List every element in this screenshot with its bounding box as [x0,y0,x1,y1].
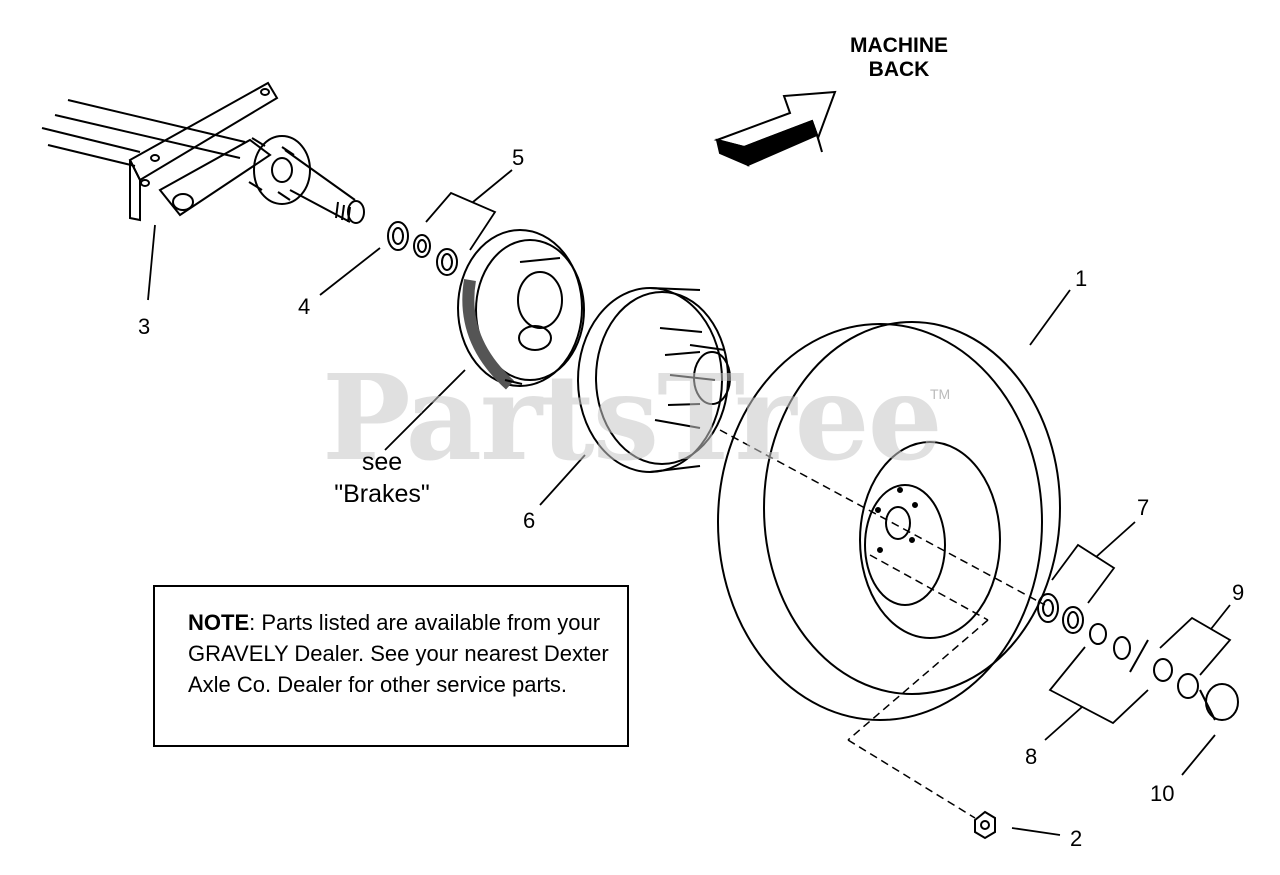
hub-drum [577,287,731,473]
see-brakes-label: see "Brakes" [318,446,446,510]
lug-nut [974,810,996,840]
outer-bearing-parts [1037,593,1239,721]
heading-line-1: MACHINE [850,34,948,57]
callout-6: 6 [523,508,536,533]
axle-spindle [41,81,365,224]
watermark: PartsTree [322,348,943,487]
machine-back-heading: MACHINE BACK [830,34,968,82]
see-brakes-line-1: see [361,448,403,476]
callout-5: 5 [512,145,525,170]
alignment-lines [719,429,1046,819]
watermark-trademark: TM [930,386,951,402]
callout-8: 8 [1025,744,1038,769]
see-brakes-line-2: "Brakes" [334,480,430,508]
callout-2: 2 [1070,826,1083,851]
note-label: NOTE [188,610,250,635]
tire-and-wheel [717,321,1061,721]
callout-1: 1 [1075,266,1088,291]
note-box: NOTE: Parts listed are available from yo… [153,585,629,747]
callout-7: 7 [1137,495,1150,520]
callout-4: 4 [298,294,311,319]
heading-line-2: BACK [868,58,930,81]
note-text: : Parts listed are available from your G… [188,610,609,697]
callout-leaders [147,169,1232,836]
inner-seal-and-bearing [387,221,458,276]
callout-10: 10 [1150,781,1175,806]
brake-assembly [457,229,585,390]
machine-back-arrow [713,90,837,167]
callout-3: 3 [138,314,151,339]
callout-9: 9 [1232,580,1245,605]
